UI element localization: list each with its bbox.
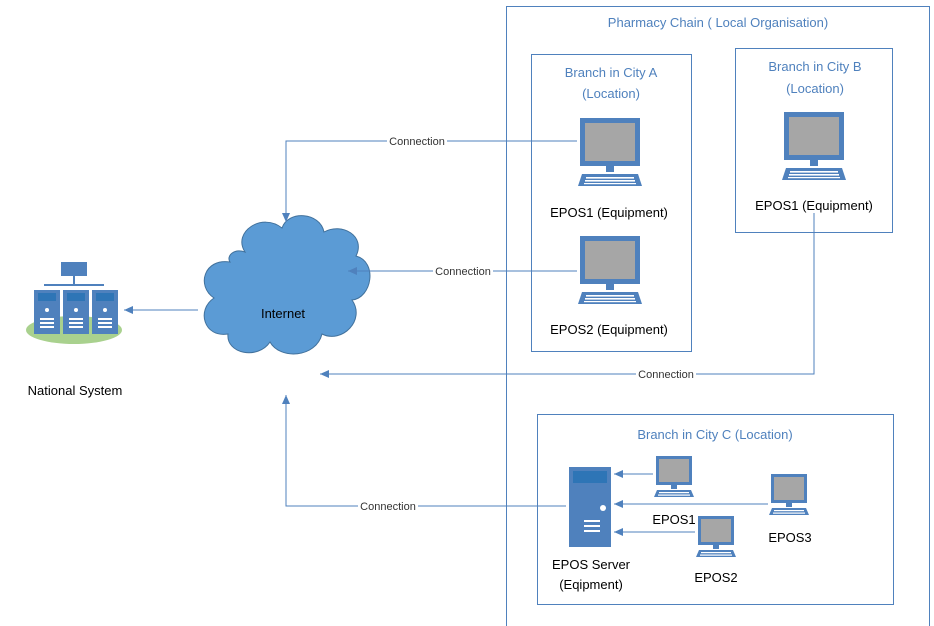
server-sublabel: (Eqipment) [559,577,623,592]
branch-c-epos3-label: EPOS3 [768,530,811,545]
connection-label: Connection [389,136,445,148]
branch-a-location: (Location) [582,86,640,101]
branch-c-epos2-label: EPOS2 [694,570,737,585]
server-cluster-icon [26,262,122,344]
organisation-title: Pharmacy Chain ( Local Organisation) [608,15,828,30]
connection-label: Connection [360,501,416,513]
branch-a-title: Branch in City A [565,65,658,80]
computer-icon [769,474,809,515]
computer-icon [696,516,736,557]
connection-label: Connection [638,369,694,381]
branch-b-location: (Location) [786,81,844,96]
branch-c-epos1-label: EPOS1 [652,512,695,527]
server-icon [569,467,611,547]
branch-b-epos1-label: EPOS1 (Equipment) [755,198,873,213]
branch-a-box [531,54,692,352]
server-label: EPOS Server [552,557,631,572]
internet-label: Internet [261,306,305,321]
branch-c-box [537,414,894,605]
computer-icon [578,236,642,304]
computer-icon [654,456,694,497]
branch-a-epos1-label: EPOS1 (Equipment) [550,205,668,220]
computer-icon [782,112,846,180]
branch-a-epos2-label: EPOS2 (Equipment) [550,322,668,337]
branch-c-title: Branch in City C (Location) [637,427,792,442]
organisation-box [506,6,930,626]
branch-b-title: Branch in City B [768,59,861,74]
connection-label: Connection [435,266,491,278]
computer-icon [578,118,642,186]
cloud-icon [203,215,371,355]
national-system-label: National System [28,383,123,398]
